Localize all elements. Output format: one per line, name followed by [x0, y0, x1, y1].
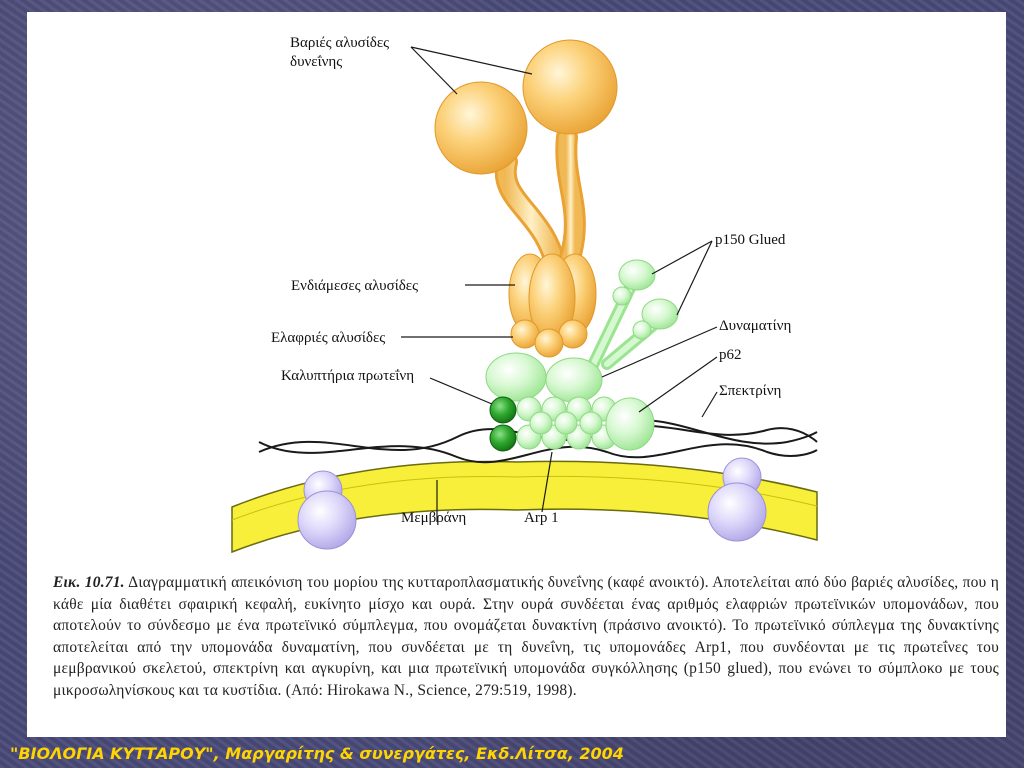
membrane-anchor-right [707, 457, 767, 542]
capping-protein [489, 396, 517, 452]
label-heavy-chains-line1: Βαριές αλυσίδες [290, 35, 389, 51]
dynein-dynactin-diagram: Βαριές αλυσίδες δυνεΐνης Ενδιάμεσες αλυσ… [231, 35, 818, 554]
label-spectrin: Σπεκτρίνη [719, 383, 781, 399]
label-p150-glued: p150 Glued [715, 232, 786, 248]
dynamitin [485, 352, 603, 403]
label-light-chains: Ελαφριές αλυσίδες [271, 330, 385, 346]
membrane-anchor-left [297, 470, 357, 550]
label-dynamitin: Δυναματίνη [719, 318, 791, 334]
dynein-heavy-chain-head-left [434, 81, 528, 175]
label-capping-protein: Καλυπτήρια πρωτεΐνη [281, 368, 414, 384]
label-membrane: Μεμβράνη [401, 510, 466, 526]
p62 [605, 397, 655, 451]
arp1-filament [516, 396, 617, 450]
figure-panel: Βαριές αλυσίδες δυνεΐνης Ενδιάμεσες αλυσ… [27, 12, 1006, 737]
p150-glued-arm [586, 259, 679, 373]
figure-number: Εικ. 10.71. [53, 574, 125, 591]
figure-caption: Εικ. 10.71. Διαγραμματική απεικόνιση του… [53, 572, 999, 702]
dynein-heavy-chain-head-right [522, 39, 618, 135]
label-p62: p62 [719, 347, 742, 363]
label-arp1: Arp 1 [524, 510, 559, 526]
label-heavy-chains-line2: δυνεΐνης [290, 54, 342, 70]
label-intermediate-chains: Ενδιάμεσες αλυσίδες [291, 278, 418, 294]
dynein-intermediate-chains [508, 253, 597, 343]
footer-citation: "ΒΙΟΛΟΓΙΑ ΚΥΤΤΑΡΟΥ", Μαργαρίτης & συνεργ… [10, 744, 624, 763]
caption-text: Διαγραμματική απεικόνιση του μορίου της … [53, 574, 1000, 699]
leader-lines [401, 46, 718, 522]
dynein-stalks [494, 126, 586, 283]
dynein-light-chains [510, 319, 588, 358]
